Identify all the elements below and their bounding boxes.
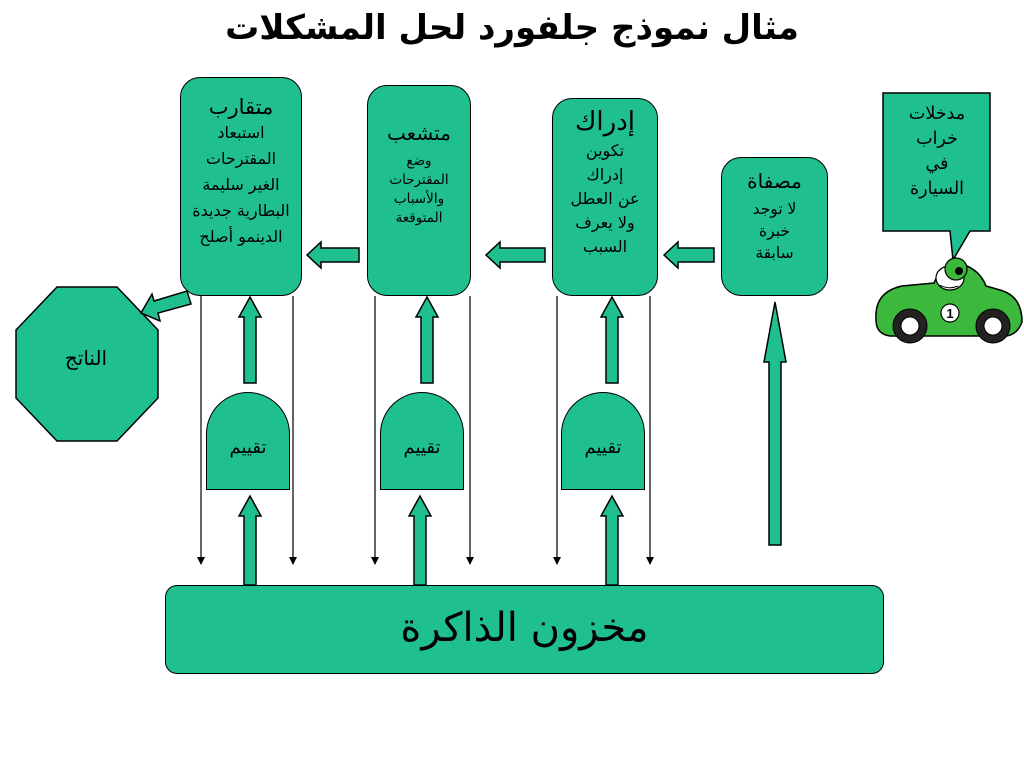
stage-diverge-line: المقترحات (389, 172, 449, 188)
arrow-converge-to-result (139, 290, 192, 323)
stage-converge-line: الغير سليمة (202, 175, 280, 194)
evaluation-node: تقييم (561, 392, 645, 490)
stage-perceive-line: إدراك (586, 165, 624, 184)
stage-filter-heading: مصفاة (747, 169, 802, 193)
arrow-memory-to-eval3 (599, 494, 625, 586)
stage-diverge-line: المتوقعة (395, 210, 443, 226)
arrow-eval3-to-perceive (599, 295, 625, 384)
stage-filter-box: مصفاة لا توجد خبرة سابقة (721, 157, 828, 296)
diagram-title: مثال نموذج جلفورد لحل المشكلات (225, 8, 799, 48)
inputs-callout-text: مدخلات خراب في السيارة (884, 102, 990, 202)
memory-down-lines (197, 296, 654, 565)
inputs-callout-line: في (925, 154, 949, 174)
memory-store-box: مخزون الذاكرة (165, 585, 884, 674)
stage-diverge-line: والأسباب (393, 191, 445, 207)
inputs-callout-line: خراب (916, 129, 958, 149)
stage-perceive-line: ولا يعرف (575, 213, 635, 232)
stage-diverge-line: وضع (406, 153, 432, 169)
arrow-memory-to-eval2 (407, 494, 433, 586)
arrow-eval2-to-diverge (414, 295, 440, 384)
stage-converge-line: الدينمو أصلح (199, 227, 283, 246)
arrow-memory-to-eval1 (237, 494, 263, 586)
evaluation-node: تقييم (380, 392, 464, 490)
stage-filter-line: لا توجد (752, 200, 797, 218)
stage-perceive-box: إدراك تكوين إدراك عن العطل ولا يعرف السب… (552, 98, 658, 296)
stage-converge-box: متقارب استبعاد المقترحات الغير سليمة الب… (180, 77, 302, 296)
stage-converge-heading: متقارب (208, 95, 274, 119)
arrow-filter-to-perceive (662, 240, 715, 270)
stage-converge-line: استبعاد (217, 123, 265, 142)
inputs-callout-line: مدخلات (908, 104, 966, 124)
result-label: الناتج (64, 346, 108, 370)
stage-converge-line: المقترحات (205, 149, 277, 168)
arrow-diverge-to-converge (305, 240, 360, 270)
memory-store-label: مخزون الذاكرة (400, 605, 649, 651)
stage-filter-line: خبرة (759, 222, 790, 240)
car-number: 1 (946, 306, 953, 321)
stage-perceive-line: عن العطل (570, 189, 640, 208)
inputs-callout-line: السيارة (909, 179, 965, 199)
evaluation-node: تقييم (206, 392, 290, 490)
stage-perceive-line: السبب (582, 237, 628, 256)
stage-diverge-box: متشعب وضع المقترحات والأسباب المتوقعة (367, 85, 471, 296)
stage-perceive-line: تكوين (585, 141, 625, 160)
inputs-callout-bubble (882, 92, 991, 263)
stage-perceive-heading: إدراك (574, 107, 635, 137)
arrow-eval1-to-converge (237, 295, 263, 384)
arrow-into-filter (763, 301, 787, 546)
arrow-perceive-to-diverge (484, 240, 546, 270)
race-car-icon: 1 (875, 257, 1023, 344)
stage-diverge-heading: متشعب (387, 121, 451, 145)
stage-converge-line: البطارية جديدة (192, 201, 290, 220)
stage-filter-line: سابقة (755, 244, 794, 262)
result-octagon (15, 286, 159, 442)
